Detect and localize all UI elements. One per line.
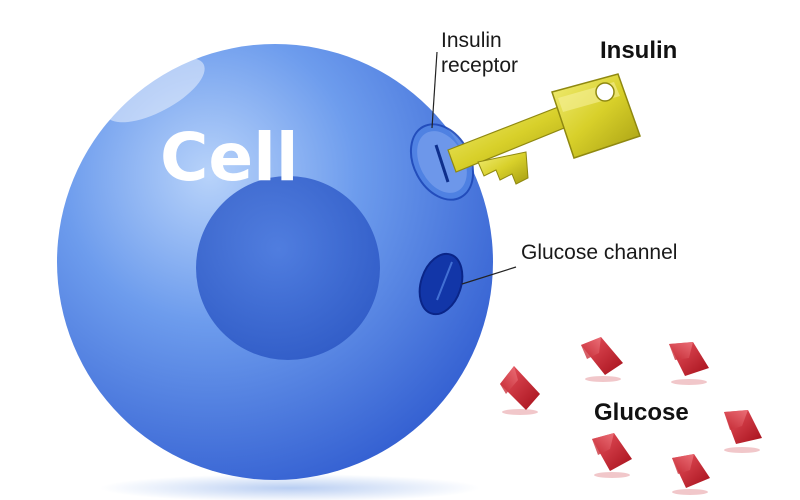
glucose-label: Glucose xyxy=(594,399,689,426)
glucose-molecule-icon xyxy=(724,410,762,453)
insulin-receptor-label-line2: receptor xyxy=(441,54,518,77)
channel-leader-line xyxy=(461,266,517,285)
cell-highlight xyxy=(105,57,205,123)
key-icon xyxy=(447,73,641,185)
insulin-receptor-label-line1: Insulin xyxy=(441,29,502,52)
glucose-molecule-icon xyxy=(581,337,623,382)
insulin-label: Insulin xyxy=(600,37,677,64)
glucose-channel-label: Glucose channel xyxy=(521,241,677,264)
cell-shadow xyxy=(100,474,480,500)
glucose-molecule-icon xyxy=(500,366,540,415)
nucleus xyxy=(196,176,380,360)
receptor-leader-line xyxy=(431,51,438,129)
glucose-molecule-icon xyxy=(592,433,632,478)
glucose-channel xyxy=(418,252,464,316)
glucose-molecule-icon xyxy=(669,342,709,385)
glucose-molecule-icon xyxy=(672,454,710,495)
cell-label: Cell xyxy=(160,119,298,196)
insulin-receptor xyxy=(409,123,475,201)
